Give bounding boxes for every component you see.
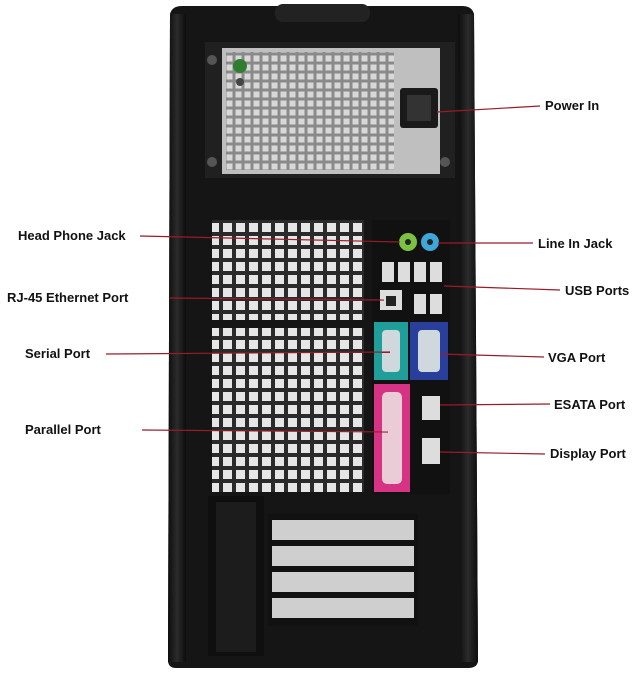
label-rj45-ethernet-port: RJ-45 Ethernet Port [7,290,129,305]
upper-vent-grill [212,220,364,320]
leader-usb-ports [443,285,561,291]
label-esata-port: ESATA Port [554,397,626,412]
serial-port-graphic [382,330,400,372]
leader-serial-port [105,351,391,355]
lower-vent-grill [212,328,364,492]
parallel-port-graphic [382,392,402,484]
leader-display-port [439,451,546,455]
leader-parallel-port [141,429,389,433]
leader-power-in [436,105,541,113]
leader-vga-port [439,353,545,358]
expansion-slots [208,496,418,656]
usb-ports-graphic [382,262,442,314]
label-head-phone-jack: Head Phone Jack [18,228,126,243]
label-parallel-port: Parallel Port [25,422,101,437]
display-port-graphic [422,438,440,464]
label-line-in-jack: Line In Jack [538,236,613,251]
esata-port-graphic [422,396,440,420]
label-vga-port: VGA Port [548,350,606,365]
leader-head-phone-jack [139,235,401,243]
leader-lines [105,105,561,455]
leader-esata-port [439,403,551,406]
label-serial-port: Serial Port [25,346,91,361]
label-display-port: Display Port [550,446,626,461]
label-power-in: Power In [545,98,600,113]
leader-rj45 [169,297,385,301]
label-usb-ports: USB Ports [565,283,630,298]
io-panel [372,220,450,494]
vga-port-graphic [418,330,440,372]
power-supply [205,42,455,178]
